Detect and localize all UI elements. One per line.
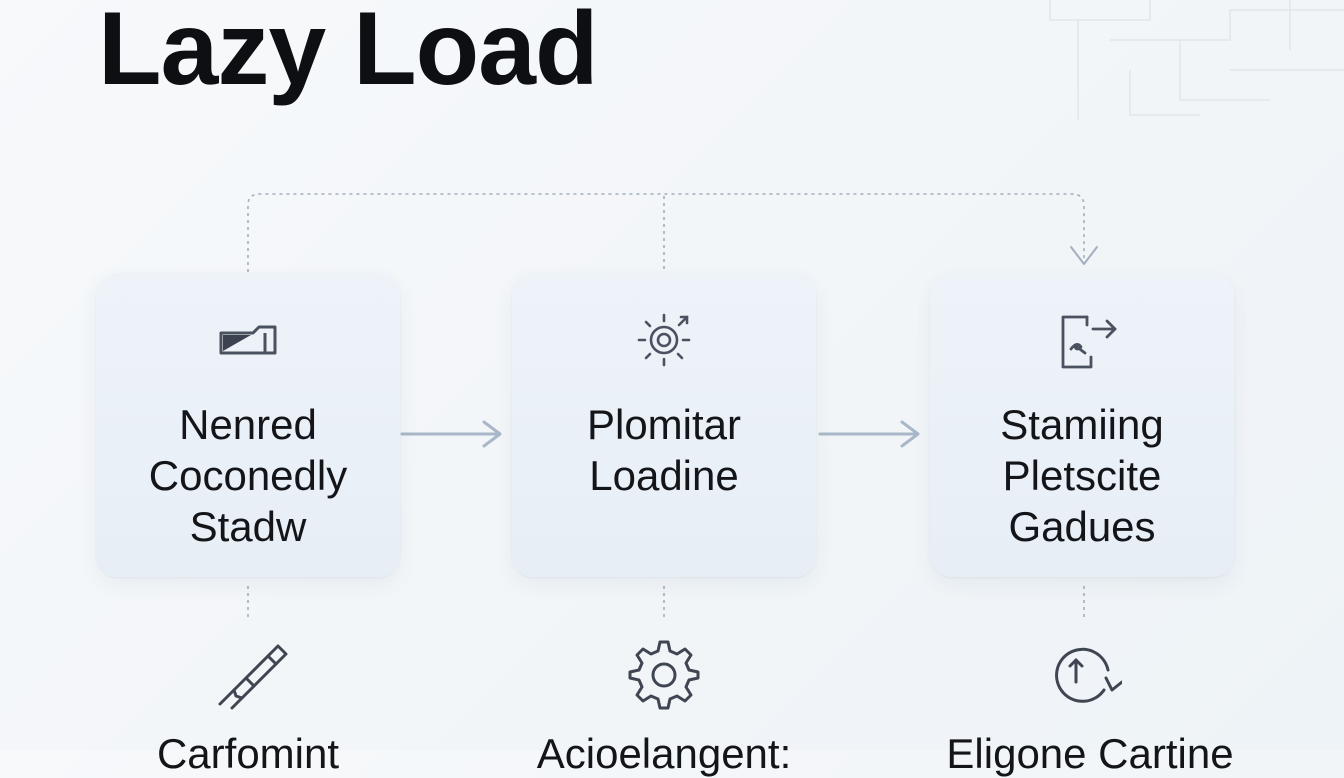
feedback-arrow-head	[1070, 246, 1098, 265]
card-1-line-3: Stadw	[189, 503, 307, 550]
bottom-label-2: Acioelangent:	[536, 730, 792, 777]
step-card-2-label: Plomitar Loadine	[522, 399, 806, 501]
step-card-3-label: Stamiing Pletscite Gadues	[940, 399, 1224, 552]
step-card-3: Stamiing Pletscite Gadues	[930, 273, 1234, 577]
step-card-1-label: Nenred Coconedly Stadw	[106, 399, 390, 552]
document-export-icon	[1061, 315, 1117, 369]
gear-icon	[628, 640, 700, 710]
sun-target-icon	[637, 313, 691, 367]
circuit-decoration	[1049, 0, 1344, 120]
feedback-loop-connector	[247, 193, 1085, 272]
card-1-line-1: Nenred	[179, 401, 317, 448]
card-1-line-2: Coconedly	[148, 452, 348, 499]
page-title: Lazy Load	[98, 0, 599, 107]
flow-connectors	[247, 193, 1098, 620]
arrow-1-head	[482, 420, 502, 448]
step-card-2: Plomitar Loadine	[512, 273, 816, 577]
card-3-line-1: Stamiing	[1000, 401, 1164, 448]
card-3-line-3: Gadues	[1008, 503, 1156, 550]
bottom-label-1: Carfomint	[156, 730, 340, 777]
folder-tab-icon	[219, 325, 277, 355]
pen-tool-icon	[218, 644, 288, 710]
card-2-line-1: Plomitar	[586, 401, 742, 448]
bottom-label-3: Eligone Cartine	[946, 730, 1234, 777]
card-2-line-2: Loadine	[589, 452, 739, 499]
arrow-2-head	[900, 420, 920, 448]
card-3-line-2: Pletscite	[1002, 452, 1162, 499]
step-card-1: Nenred Coconedly Stadw	[96, 273, 400, 577]
clock-refresh-icon	[1055, 647, 1122, 703]
